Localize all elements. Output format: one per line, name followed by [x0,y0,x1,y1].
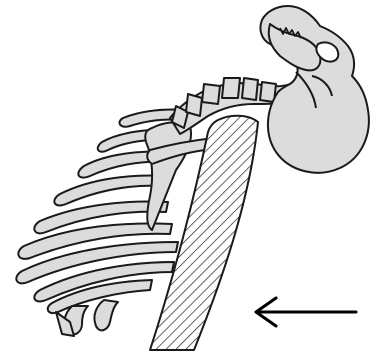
vertebra-icon [186,94,202,116]
vertebra-icon [202,84,220,104]
arrow-left-icon [256,298,356,326]
vertebra-icon [242,78,258,100]
floating-rib-icon [94,300,118,330]
vertebra-icon [222,78,240,98]
scapula-icon [145,122,191,230]
